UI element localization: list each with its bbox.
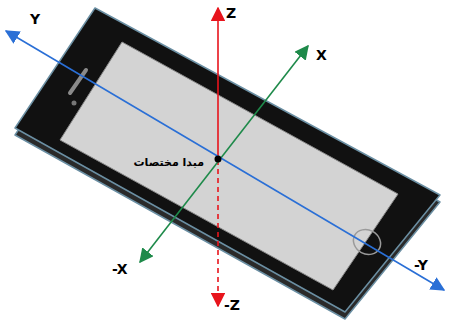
z-axis-negative	[217, 160, 219, 306]
axis-label: -X	[112, 262, 127, 276]
y-axis	[6, 31, 444, 290]
axis-label: Y	[30, 12, 40, 26]
axis-label: -Z	[224, 298, 240, 312]
z-axis	[217, 8, 219, 160]
axis-label: -Y	[414, 258, 428, 272]
phone-screen	[60, 42, 398, 290]
camera-dot	[72, 101, 77, 106]
axis-label: Z	[226, 6, 236, 20]
origin-dot	[215, 156, 222, 163]
phone-body	[15, 8, 440, 312]
home-button	[349, 225, 385, 259]
x-axis	[140, 46, 308, 262]
origin-label: مبدا مختصات	[131, 156, 206, 169]
axis-label: X	[316, 48, 327, 62]
